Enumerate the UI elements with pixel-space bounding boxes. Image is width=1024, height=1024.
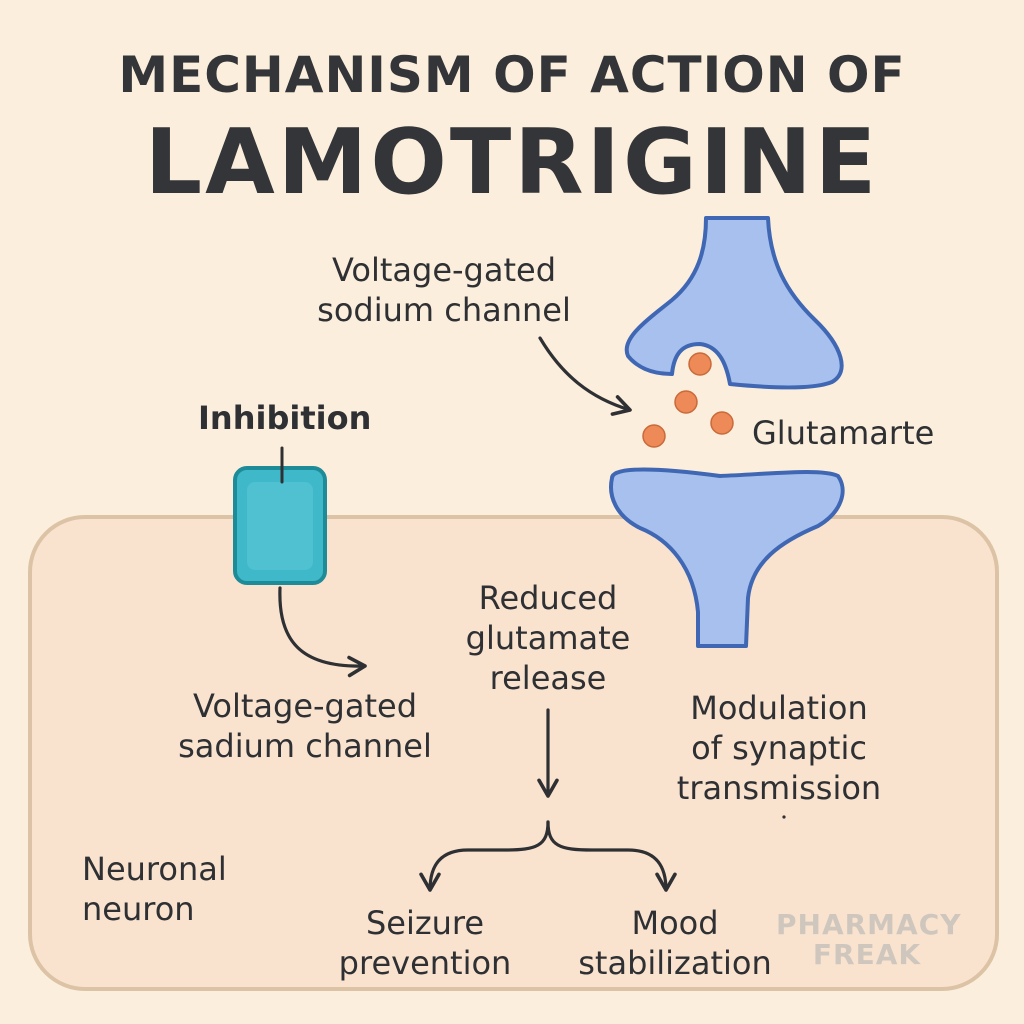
stray-dot [782, 815, 786, 819]
postsynaptic-terminal [609, 467, 845, 648]
label-voltage-gated-bottom: Voltage-gated sadium channel [178, 687, 432, 765]
label-modulation: Modulation of synaptic transmission [676, 689, 882, 807]
title-line-2: LAMOTRIGINE [144, 110, 880, 215]
branch-left-arrow [419, 820, 550, 892]
glutamate-vesicle [688, 352, 712, 376]
label-glutamate: Glutamarte [752, 414, 935, 452]
neuron-cell-body [28, 515, 999, 991]
label-seizure-prevention: Seizure prevention [338, 904, 512, 982]
glutamate-vesicle [674, 390, 698, 414]
arrow-channel-down [278, 586, 367, 678]
label-reduced-glutamate-release: Reduced glutamate release [465, 579, 631, 697]
sodium-channel-highlight [247, 482, 313, 570]
label-neuronal-neuron: Neuronal neuron [82, 850, 227, 928]
title-line-1: MECHANISM OF ACTION OF [118, 46, 906, 104]
presynaptic-terminal [624, 216, 844, 390]
glutamate-vesicle [710, 411, 734, 435]
label-inhibition: Inhibition [198, 399, 372, 437]
glutamate-vesicle [642, 424, 666, 448]
branch-right-arrow [546, 820, 677, 892]
label-voltage-gated-top: Voltage-gated sodium channel [317, 251, 571, 329]
arrow-to-synapse [538, 336, 632, 416]
watermark: PHARMACY FREAK [776, 908, 962, 971]
label-mood-stabilization: Mood stabilization [578, 904, 772, 982]
